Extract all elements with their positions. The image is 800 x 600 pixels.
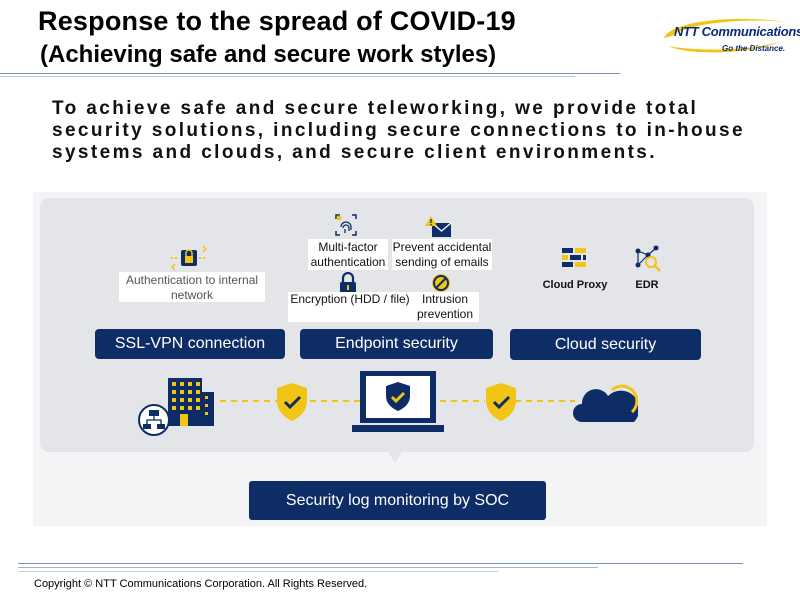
- lock-icon: [340, 272, 356, 293]
- encryption-box: [288, 292, 412, 322]
- shield-check-icon-left: [277, 383, 307, 421]
- laptop-shield-icon: [352, 371, 444, 432]
- soc-pointer: [388, 452, 402, 463]
- ntt-communications-logo: NTT Communications Go the Distance.: [660, 16, 800, 60]
- copyright-notice: Copyright © NTT Communications Corporati…: [34, 578, 368, 590]
- page-title: Response to the spread of COVID-19: [38, 6, 516, 36]
- auth-internal-box: [119, 272, 265, 302]
- intrusion-box: [411, 292, 479, 322]
- title-underline: [0, 73, 620, 74]
- edr-network-icon: [635, 245, 661, 272]
- category-cloud-security: Cloud security: [510, 329, 701, 360]
- connection-dashed-line: [220, 400, 575, 402]
- logo-swoosh-icon: [664, 18, 786, 53]
- category-ssl-vpn: SSL-VPN connection: [95, 329, 285, 359]
- soc-monitoring-bar: Security log monitoring by SOC: [249, 481, 546, 520]
- mfa-box: [308, 239, 388, 270]
- intro-text: To achieve safe and secure teleworking, …: [52, 98, 745, 163]
- firewall-icon: [562, 248, 586, 267]
- prevent-email-box: [392, 239, 492, 270]
- cloud-proxy-label: Cloud Proxy: [542, 279, 608, 291]
- category-endpoint-security: Endpoint security: [300, 329, 493, 359]
- edr-label: EDR: [635, 279, 659, 291]
- page-subtitle: (Achieving safe and secure work styles): [40, 41, 497, 68]
- auth-internal-label: Authentication to internal network: [125, 273, 259, 302]
- encryption-label: Encryption (HDD / file): [290, 292, 410, 306]
- network-lock-icon: [170, 245, 208, 271]
- office-building-icon: [138, 378, 214, 436]
- logo-tagline: Go the Distance.: [722, 44, 786, 53]
- title-underline-secondary: [0, 76, 575, 77]
- logo-name: NTT Communications: [674, 24, 800, 39]
- shield-check-icon-right: [486, 383, 516, 421]
- prohibited-icon: [432, 274, 450, 292]
- fingerprint-icon: [335, 214, 357, 236]
- cloud-icon: [573, 384, 638, 422]
- mfa-label: Multi-factor authentication: [310, 240, 386, 269]
- prevent-email-label: Prevent accidental sending of emails: [392, 240, 492, 269]
- intrusion-label: Intrusion prevention: [416, 292, 474, 321]
- email-warning-icon: [425, 216, 452, 237]
